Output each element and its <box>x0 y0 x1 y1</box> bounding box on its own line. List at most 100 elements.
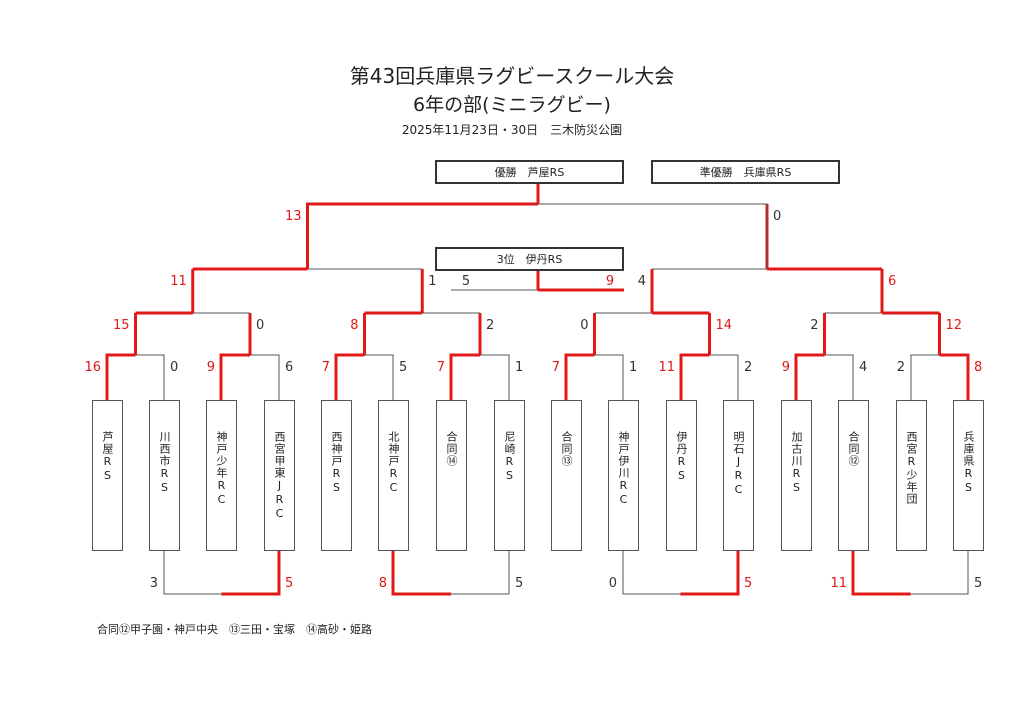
qf-match-2-away-score: 2 <box>486 318 494 333</box>
team-name: 尼崎RS <box>503 431 516 483</box>
team-box: 西宮甲東JRC <box>264 400 295 551</box>
sf-match-1-away-score: 1 <box>428 274 436 289</box>
r1-match-7-home-line <box>794 353 825 400</box>
team-name: 西宮R少年団 <box>905 431 918 505</box>
team-box: 芦屋RS <box>92 400 123 551</box>
consolation-2-away-score: 5 <box>515 576 523 591</box>
team-name: 伊丹RS <box>675 431 688 483</box>
final-away-line <box>538 203 768 269</box>
r1-match-7-home-score: 9 <box>782 360 790 375</box>
r1-match-6-away-line <box>709 354 739 400</box>
joint-team-note: 合同⑫甲子園・神戸中央 ⑬三田・宝塚 ⑭高砂・姫路 <box>97 623 372 636</box>
consolation-4-home-score: 11 <box>830 576 847 591</box>
team-box: 川西市RS <box>149 400 180 551</box>
r1-match-1-home-line <box>105 353 136 400</box>
qf-match-4-home-score: 2 <box>810 318 818 333</box>
consolation-3-away-line <box>680 551 740 596</box>
qf-match-2-home-score: 8 <box>350 318 358 333</box>
team-name: 西宮甲東JRC <box>273 431 286 521</box>
team-box: 北神戸RC <box>378 400 409 551</box>
final-away-score: 0 <box>773 209 781 224</box>
qf-match-3-home-score: 0 <box>580 318 588 333</box>
r1-match-8-away-score: 8 <box>974 360 982 375</box>
team-box: 加古川RS <box>781 400 812 551</box>
team-name: 芦屋RS <box>101 431 114 483</box>
page-title: 第43回兵庫県ラグビースクール大会 <box>349 64 675 88</box>
r1-match-4-home-line <box>449 353 480 400</box>
third-place-away-score: 9 <box>606 274 614 289</box>
r1-match-2-home-line <box>219 353 250 400</box>
team-box: 神戸伊川RC <box>608 400 639 551</box>
r1-match-1-home-score: 16 <box>84 360 101 375</box>
consolation-3-home-line <box>622 551 681 595</box>
r1-match-6-away-score: 2 <box>744 360 752 375</box>
team-name: 加古川RS <box>790 431 803 495</box>
consolation-1-away-line <box>221 551 281 596</box>
r1-match-2-away-score: 6 <box>285 360 293 375</box>
team-name: 合同⑭ <box>445 431 458 467</box>
consolation-4-away-line <box>910 551 969 595</box>
r1-match-8-home-score: 2 <box>897 360 905 375</box>
team-box: 合同⑬ <box>551 400 582 551</box>
third-place-home-score: 5 <box>462 274 470 289</box>
consolation-2-home-score: 8 <box>379 576 387 591</box>
r1-match-5-home-score: 7 <box>552 360 560 375</box>
r1-match-4-home-score: 7 <box>437 360 445 375</box>
qf-match-1-home-score: 15 <box>113 318 130 333</box>
qf-match-4-away-score: 12 <box>946 318 963 333</box>
team-name: 神戸伊川RC <box>617 431 630 507</box>
consolation-3-away-score: 5 <box>744 576 752 591</box>
r1-match-3-home-line <box>334 353 365 400</box>
team-box: 明石JRC <box>723 400 754 551</box>
r1-match-1-away-line <box>135 354 165 400</box>
final-home-score: 13 <box>285 209 302 224</box>
r1-match-5-away-score: 1 <box>629 360 637 375</box>
champion-box: 優勝 芦屋RS <box>435 160 624 184</box>
team-box: 西神戸RS <box>321 400 352 551</box>
consolation-1-home-line <box>163 551 222 595</box>
team-name: 合同⑫ <box>847 431 860 467</box>
r1-match-3-away-score: 5 <box>399 360 407 375</box>
consolation-1-away-score: 5 <box>285 576 293 591</box>
r1-match-8-home-line <box>910 354 940 400</box>
r1-match-7-away-score: 4 <box>859 360 867 375</box>
consolation-4-away-score: 5 <box>974 576 982 591</box>
third-place-box: 3位 伊丹RS <box>435 247 624 271</box>
r1-match-2-away-line <box>250 354 280 400</box>
team-name: 明石JRC <box>732 431 745 497</box>
r1-match-5-home-line <box>564 353 595 400</box>
r1-match-3-away-line <box>364 354 394 400</box>
team-box: 兵庫県RS <box>953 400 984 551</box>
date-venue: 2025年11月23日・30日 三木防災公園 <box>401 123 623 137</box>
team-name: 西神戸RS <box>330 431 343 495</box>
consolation-4-home-line <box>851 551 911 596</box>
consolation-1-home-score: 3 <box>150 576 158 591</box>
qf-match-3-away-score: 14 <box>716 318 733 333</box>
r1-match-3-home-score: 7 <box>322 360 330 375</box>
r1-match-6-home-line <box>679 353 710 400</box>
r1-match-4-away-score: 1 <box>515 360 523 375</box>
r1-match-5-away-line <box>594 354 624 400</box>
team-name: 北神戸RC <box>387 431 400 495</box>
r1-match-7-away-line <box>824 354 854 400</box>
team-box: 伊丹RS <box>666 400 697 551</box>
team-box: 合同⑭ <box>436 400 467 551</box>
team-name: 兵庫県RS <box>962 431 975 495</box>
sf-match-2-home-score: 4 <box>638 274 646 289</box>
r1-match-6-home-score: 11 <box>658 360 675 375</box>
r1-match-8-away-line <box>939 353 970 400</box>
page-subtitle: 6年の部(ミニラグビー) <box>413 94 611 116</box>
r1-match-4-away-line <box>480 354 510 400</box>
team-box: 神戸少年RC <box>206 400 237 551</box>
consolation-3-home-score: 0 <box>609 576 617 591</box>
r1-match-1-away-score: 0 <box>170 360 178 375</box>
team-box: 西宮R少年団 <box>896 400 927 551</box>
final-home-line <box>306 202 538 269</box>
team-box: 合同⑫ <box>838 400 869 551</box>
qf-match-1-away-score: 0 <box>256 318 264 333</box>
consolation-2-away-line <box>451 551 510 595</box>
team-name: 合同⑬ <box>560 431 573 467</box>
runner-up-box: 準優勝 兵庫県RS <box>651 160 840 184</box>
team-box: 尼崎RS <box>494 400 525 551</box>
